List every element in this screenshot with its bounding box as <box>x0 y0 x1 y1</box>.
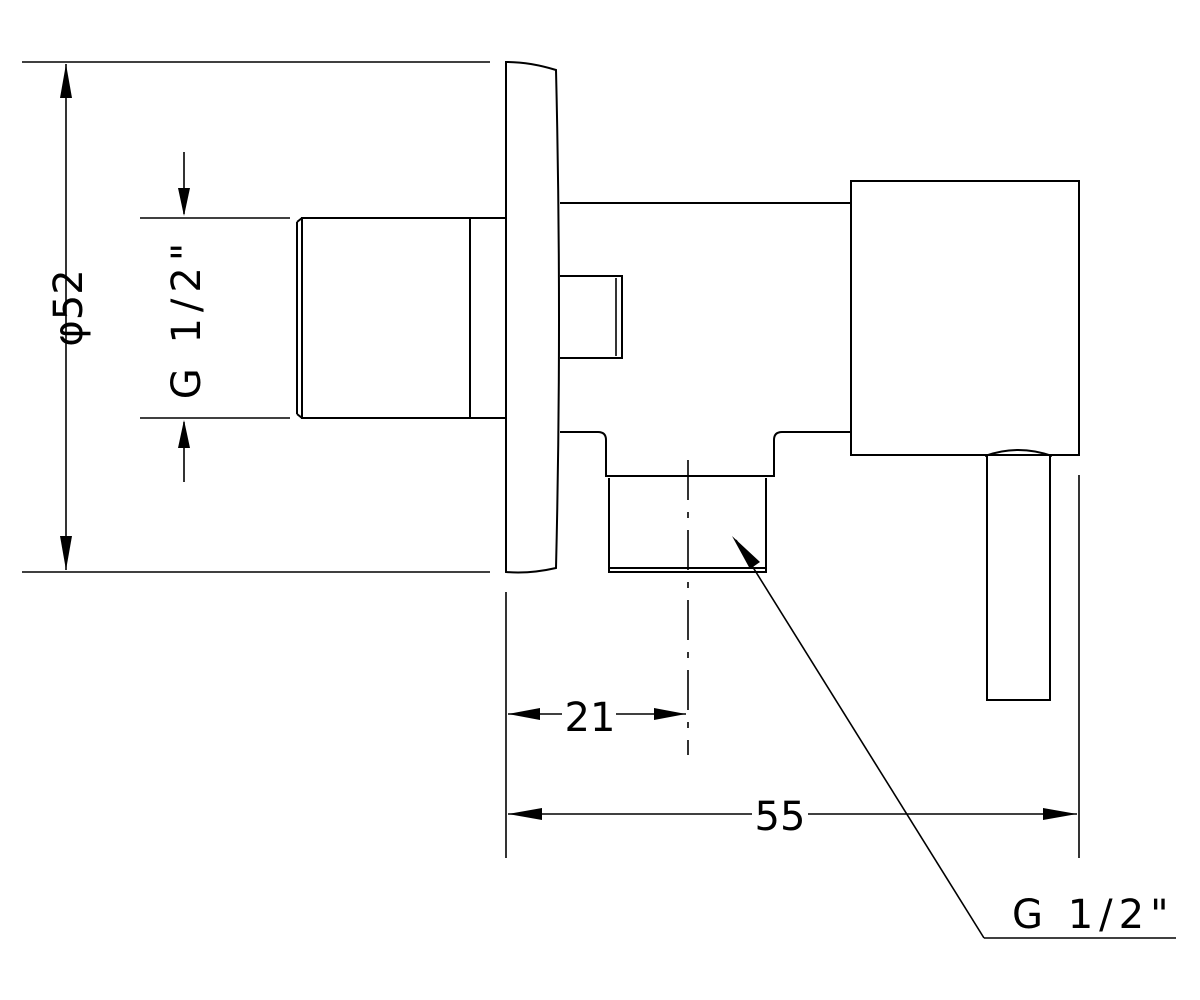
dimension-overall-depth-label: 55 <box>755 794 806 840</box>
dimension-overall-depth: 55 <box>508 794 1077 840</box>
wall-flange <box>505 60 560 574</box>
leader-outlet-thread-label: G 1/2" <box>1012 892 1174 938</box>
leader-outlet-thread: G 1/2" <box>732 536 1176 939</box>
inlet-connector <box>296 217 506 419</box>
valve-body <box>560 202 851 477</box>
dimension-diameter: φ52 <box>22 61 490 573</box>
dimension-outlet-offset: 21 <box>508 695 686 741</box>
handle <box>850 180 1080 701</box>
outlet-connector <box>608 460 767 755</box>
dimension-outlet-offset-label: 21 <box>565 695 616 741</box>
dimension-inlet-thread-label: G 1/2" <box>164 237 210 399</box>
dimension-inlet-thread: G 1/2" <box>140 152 290 482</box>
dimension-diameter-label: φ52 <box>46 269 92 346</box>
